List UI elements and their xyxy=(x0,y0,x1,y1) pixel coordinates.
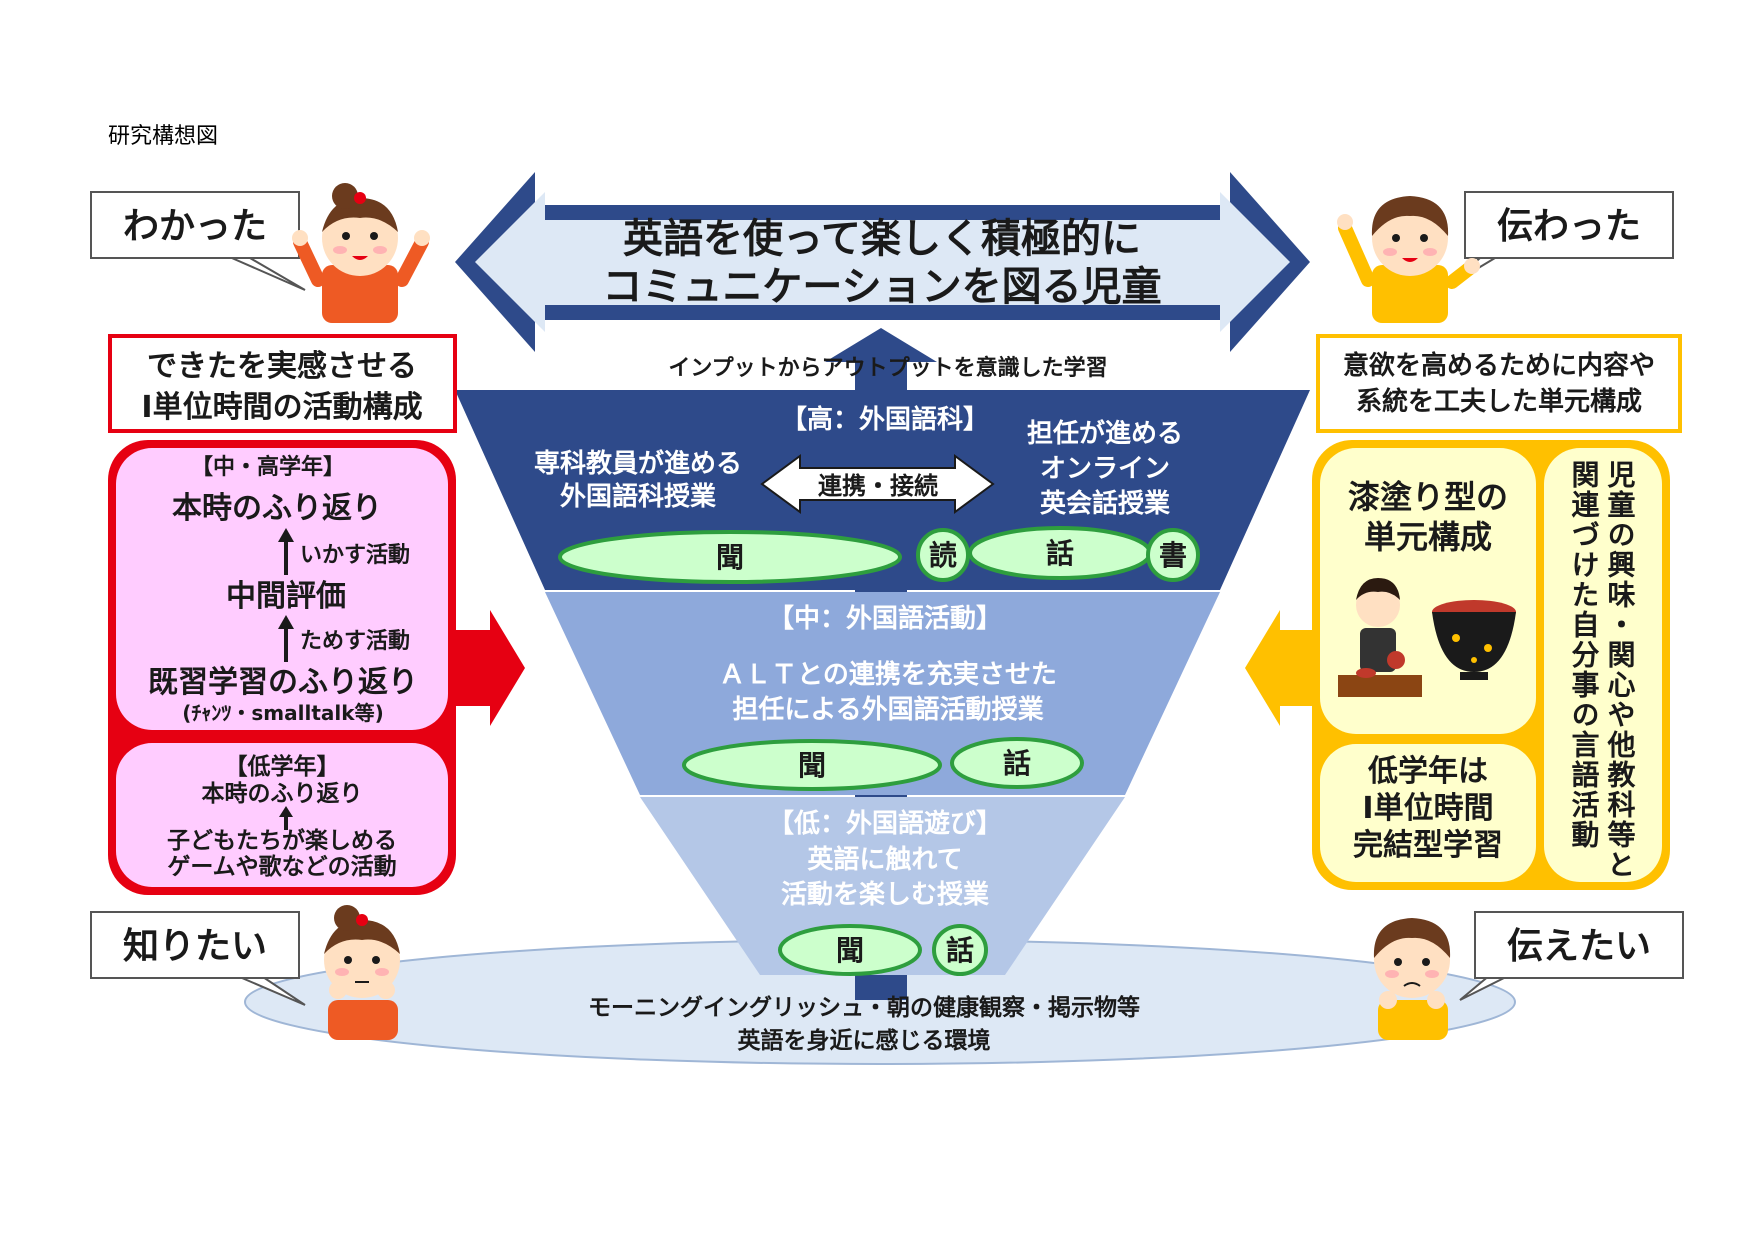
skill-listen-high xyxy=(558,530,902,584)
right-box-lower-grade xyxy=(1320,744,1536,882)
boy-thinking-illustration xyxy=(1373,918,1451,1040)
right-panel-title-line1: 意欲を高めるために内容や xyxy=(1343,350,1655,381)
right-box-lower-line3: 完結型学習 xyxy=(1353,828,1503,863)
left-lower-arrow-head xyxy=(279,806,293,817)
speech-bottom-right-text: 伝えたい xyxy=(1507,926,1651,967)
mid-line1: ＡＬＴとの連携を充実させた xyxy=(719,659,1057,690)
lacquer-artisan-illustration xyxy=(1338,578,1422,697)
goal-line2: コミュニケーションを図る児童 xyxy=(602,264,1161,310)
left-panel-title-line2: I単位時間の活動構成 xyxy=(141,390,422,425)
right-vertical-col2: 関連づけた自分事の言語活動 xyxy=(1568,460,1601,850)
skill-listen-mid-label: 聞 xyxy=(798,749,826,782)
environment-line1: モーニングイングリッシュ・朝の健康観察・掲示物等 xyxy=(588,994,1140,1021)
right-yellow-arrow xyxy=(1245,610,1312,726)
right-panel-title-box xyxy=(1316,334,1682,433)
left-upper-step3: 既習学習のふり返り xyxy=(148,665,418,700)
left-upper-arrow2-head xyxy=(278,615,294,629)
skill-listen-mid xyxy=(682,739,942,791)
speech-bubble-top-left xyxy=(90,191,300,259)
skill-speak-high-label: 話 xyxy=(1046,537,1074,570)
tier-low xyxy=(640,797,1125,975)
low-line2: 活動を楽しむ授業 xyxy=(781,880,989,910)
left-lower-step1: 本時のふり返り xyxy=(202,781,363,807)
right-vertical-col1: 児童の興味・関心や他教科等と xyxy=(1604,460,1637,880)
speech-bottom-left-text: 知りたい xyxy=(123,926,267,967)
skill-listen-low xyxy=(778,924,922,976)
low-header: 【低：外国語遊び】 xyxy=(768,808,1002,839)
skill-write-high-label: 書 xyxy=(1159,539,1187,572)
skill-listen-low-label: 聞 xyxy=(836,934,864,967)
left-lower-header: 【低学年】 xyxy=(225,753,340,780)
speech-top-left-text: わかった xyxy=(123,206,267,247)
high-left-line1: 専科教員が進める xyxy=(534,448,742,479)
left-upper-arrow1-head xyxy=(278,528,294,542)
skill-speak-low xyxy=(932,924,988,976)
link-arrow xyxy=(760,454,995,514)
left-upper-box xyxy=(116,448,448,730)
environment-line2: 英語を身近に感じる環境 xyxy=(738,1027,991,1054)
right-panel-title-line2: 系統を工夫した単元構成 xyxy=(1356,386,1642,417)
speech-bubble-top-left-tail xyxy=(224,254,306,291)
low-line1: 英語に触れて xyxy=(807,844,962,875)
girl-thinking-illustration xyxy=(324,905,400,1040)
speech-bubble-bottom-left xyxy=(90,911,300,979)
speech-top-right-text: 伝わった xyxy=(1497,206,1641,247)
right-box-lacquer-line2: 単元構成 xyxy=(1364,518,1492,556)
left-upper-step1: 本時のふり返り xyxy=(172,491,382,526)
left-lower-step2-line1: 子どもたちが楽しめる xyxy=(167,827,397,854)
left-upper-arrow1-label: いかす活動 xyxy=(300,543,410,568)
high-left-line2: 外国語科授業 xyxy=(560,481,716,512)
skill-speak-low-label: 話 xyxy=(946,934,974,967)
link-label: 連携・接続 xyxy=(818,472,938,500)
high-right-line1: 担任が進める xyxy=(1027,418,1183,449)
left-panel-title-box xyxy=(108,334,457,433)
input-output-caption: インプットからアウトプットを意識した学習 xyxy=(668,355,1107,381)
boy-happy-illustration xyxy=(1337,196,1480,323)
left-red-arrow xyxy=(456,610,525,726)
high-right-line2: オンライン xyxy=(1040,454,1170,484)
left-panel-title-line1: できたを実感させる xyxy=(147,349,417,384)
mid-line2: 担任による外国語活動授業 xyxy=(732,694,1043,725)
left-upper-step3-note: (ﾁｬﾝﾂ・smalltalk等) xyxy=(182,701,383,725)
high-right-line3: 英会話授業 xyxy=(1040,488,1170,519)
skill-listen-high-label: 聞 xyxy=(716,541,744,574)
goal-arrow-inner xyxy=(475,192,1290,332)
growth-arrow-head xyxy=(825,328,937,362)
left-lower-step2-line2: ゲームや歌などの活動 xyxy=(167,853,396,880)
speech-bubble-top-right xyxy=(1464,191,1674,259)
lacquer-bowl-illustration xyxy=(1432,600,1516,680)
speech-bubble-bottom-right xyxy=(1474,911,1684,979)
goal-line1: 英語を使って楽しく積極的に xyxy=(623,216,1141,262)
page-title: 研究構想図 xyxy=(108,124,218,149)
left-upper-arrow2-label: ためす活動 xyxy=(300,629,410,654)
left-upper-step2: 中間評価 xyxy=(226,579,346,614)
skill-speak-mid xyxy=(950,737,1084,789)
mid-header: 【中：外国語活動】 xyxy=(768,603,1002,634)
skill-read-high xyxy=(916,528,970,582)
right-box-lacquer-line1: 漆塗り型の xyxy=(1348,478,1508,516)
right-box-lower-line1: 低学年は xyxy=(1367,754,1488,789)
high-header: 【高：外国語科】 xyxy=(781,404,989,435)
right-vertical-box xyxy=(1544,448,1662,882)
skill-read-high-label: 読 xyxy=(929,539,957,572)
right-box-lower-line2: I単位時間 xyxy=(1362,791,1493,826)
skill-speak-mid-label: 話 xyxy=(1003,747,1031,780)
girl-happy-illustration xyxy=(292,183,430,323)
skill-write-high xyxy=(1146,528,1200,582)
left-upper-header: 【中・高学年】 xyxy=(191,454,345,480)
